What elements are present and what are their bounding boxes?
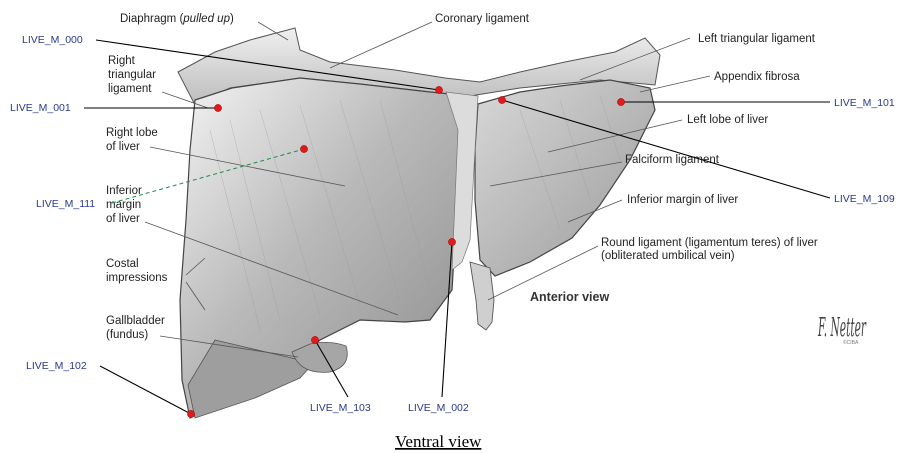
label-inferior-margin-left-1: Inferior bbox=[106, 185, 142, 197]
marker-label-111: LIVE_M_111 bbox=[36, 198, 95, 210]
marker-label-103: LIVE_M_103 bbox=[310, 402, 371, 414]
round-ligament-shape bbox=[470, 262, 494, 330]
label-gallbladder-2: (fundus) bbox=[106, 329, 148, 341]
marker-dot-101[interactable] bbox=[617, 98, 624, 105]
label-right-triangular-2: triangular bbox=[108, 69, 156, 81]
label-diaphragm: Diaphragm (pulled up) bbox=[120, 13, 234, 25]
marker-dot-111[interactable] bbox=[300, 145, 307, 152]
marker-dot-001[interactable] bbox=[214, 104, 221, 111]
marker-label-002: LIVE_M_002 bbox=[408, 402, 469, 414]
label-coronary-ligament: Coronary ligament bbox=[435, 13, 530, 25]
artist-signature: F. Netter ©CIBA bbox=[818, 313, 867, 346]
label-falciform-ligament: Falciform ligament bbox=[625, 154, 720, 166]
label-round-ligament-line2: (obliterated umbilical vein) bbox=[601, 250, 735, 262]
marker-dot-109[interactable] bbox=[498, 96, 505, 103]
label-gallbladder-1: Gallbladder bbox=[106, 315, 165, 327]
label-right-triangular-1: Right bbox=[108, 55, 136, 67]
liver-illustration bbox=[178, 28, 660, 418]
figure-caption: Ventral view bbox=[395, 432, 482, 451]
label-inferior-margin-right: Inferior margin of liver bbox=[627, 194, 738, 206]
label-inferior-margin-left-2: margin bbox=[106, 199, 141, 211]
marker-label-101: LIVE_M_101 bbox=[834, 97, 895, 109]
label-left-lobe: Left lobe of liver bbox=[687, 114, 768, 126]
label-right-triangular-3: ligament bbox=[108, 83, 152, 95]
marker-dot-000[interactable] bbox=[435, 86, 442, 93]
signature-copyright: ©CIBA bbox=[843, 339, 859, 346]
view-label: Anterior view bbox=[530, 290, 609, 304]
label-costal-1: Costal bbox=[106, 258, 139, 270]
label-round-ligament-line1: Round ligament (ligamentum teres) of liv… bbox=[601, 237, 818, 249]
marker-dot-002[interactable] bbox=[448, 238, 455, 245]
label-left-triangular-ligament: Left triangular ligament bbox=[698, 33, 816, 45]
label-appendix-fibrosa: Appendix fibrosa bbox=[714, 71, 800, 83]
marker-dot-102[interactable] bbox=[187, 410, 194, 417]
marker-label-109: LIVE_M_109 bbox=[834, 193, 895, 205]
marker-label-001: LIVE_M_001 bbox=[10, 102, 71, 114]
marker-label-102: LIVE_M_102 bbox=[26, 360, 87, 372]
label-right-lobe-2: of liver bbox=[106, 141, 140, 153]
label-right-lobe-1: Right lobe bbox=[106, 127, 158, 139]
label-inferior-margin-left-3: of liver bbox=[106, 213, 140, 225]
signature-mark: F. Netter bbox=[818, 313, 867, 343]
marker-dot-103[interactable] bbox=[311, 336, 318, 343]
label-costal-2: impressions bbox=[106, 272, 168, 284]
marker-label-000: LIVE_M_000 bbox=[22, 34, 83, 46]
